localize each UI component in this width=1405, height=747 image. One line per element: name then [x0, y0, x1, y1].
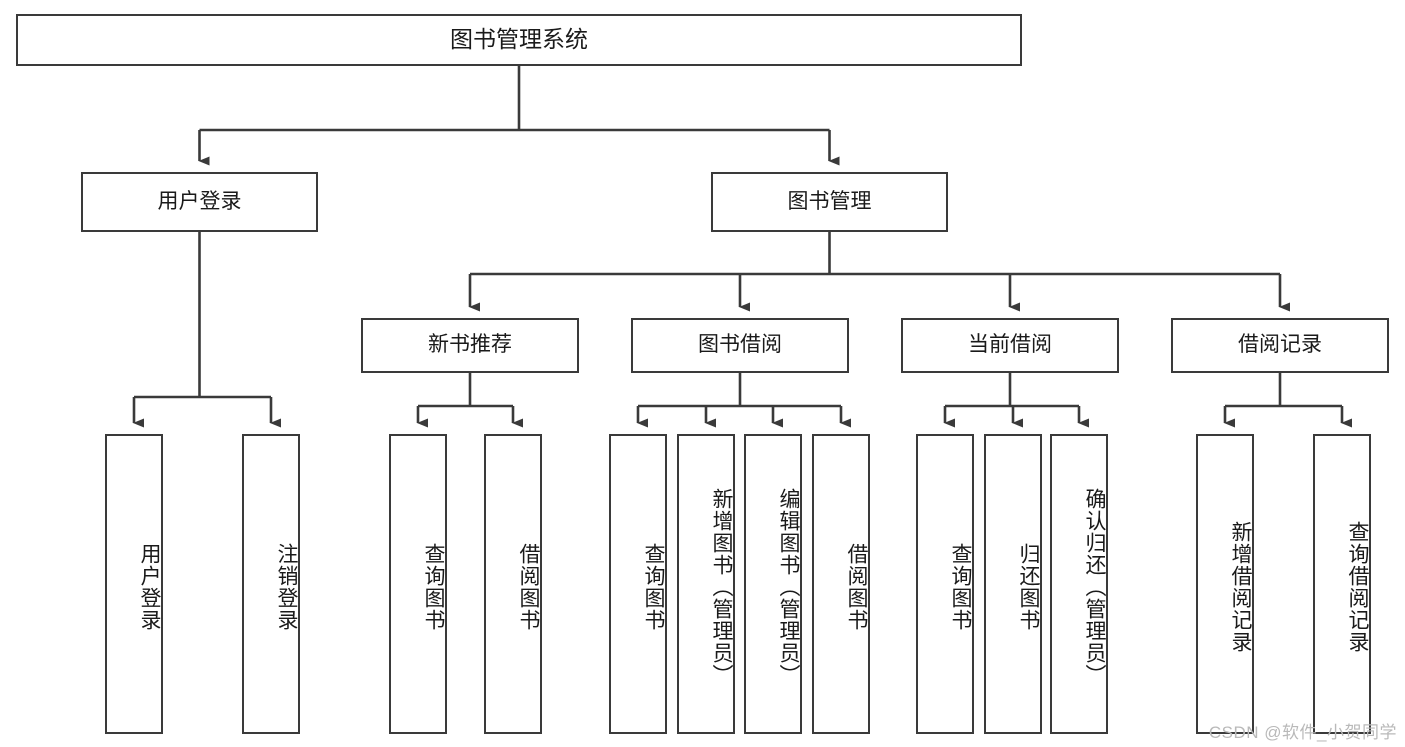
node-book-borrow[interactable]: 图书借阅 — [631, 318, 849, 373]
node-new-book-rec[interactable]: 新书推荐 — [361, 318, 579, 373]
node-current-borrow[interactable]: 当前借阅 — [901, 318, 1119, 373]
node-leaf-user-login[interactable]: 用户登录 — [105, 434, 163, 734]
node-leaf-cb-query[interactable]: 查询图书 — [916, 434, 974, 734]
node-label: 用户登录 — [157, 189, 242, 213]
node-label: 查询图书 — [949, 543, 972, 631]
node-leaf-bb-edit[interactable]: 编辑图书（管理员） — [744, 434, 802, 734]
node-label: 借阅记录 — [1238, 333, 1322, 357]
node-label: 查询图书 — [642, 543, 665, 631]
node-leaf-rec-borrow[interactable]: 借阅图书 — [484, 434, 542, 734]
node-leaf-user-logout[interactable]: 注销登录 — [242, 434, 300, 734]
node-label: 图书管理 — [787, 189, 872, 213]
node-leaf-bb-query[interactable]: 查询图书 — [609, 434, 667, 734]
node-label: 用户登录 — [138, 543, 161, 631]
node-label: 查询图书 — [422, 543, 445, 631]
node-label: 确认归还（管理员） — [1083, 488, 1106, 686]
node-leaf-bb-add[interactable]: 新增图书（管理员） — [677, 434, 735, 734]
node-label: 注销登录 — [275, 543, 298, 631]
csdn-watermark: CSDN @软件_小贺同学 — [1208, 723, 1397, 742]
node-label: 归还图书 — [1017, 543, 1040, 631]
node-user-login[interactable]: 用户登录 — [81, 172, 318, 232]
node-label: 新增借阅记录 — [1229, 521, 1252, 653]
node-label: 编辑图书（管理员） — [777, 488, 800, 686]
node-label: 新书推荐 — [428, 333, 512, 357]
node-leaf-cb-confirm[interactable]: 确认归还（管理员） — [1050, 434, 1108, 734]
node-label: 图书管理系统 — [450, 26, 588, 53]
node-label: 查询借阅记录 — [1346, 521, 1369, 653]
node-leaf-rec-query[interactable]: 查询图书 — [389, 434, 447, 734]
node-leaf-cb-return[interactable]: 归还图书 — [984, 434, 1042, 734]
node-label: 借阅图书 — [845, 543, 868, 631]
node-book-manage[interactable]: 图书管理 — [711, 172, 948, 232]
node-label: 借阅图书 — [517, 543, 540, 631]
node-label: 新增图书（管理员） — [710, 488, 733, 686]
node-leaf-br-query[interactable]: 查询借阅记录 — [1313, 434, 1371, 734]
node-root[interactable]: 图书管理系统 — [16, 14, 1022, 66]
node-leaf-bb-borrow[interactable]: 借阅图书 — [812, 434, 870, 734]
node-label: 当前借阅 — [968, 333, 1052, 357]
node-leaf-br-add[interactable]: 新增借阅记录 — [1196, 434, 1254, 734]
node-label: 图书借阅 — [698, 333, 782, 357]
node-borrow-record[interactable]: 借阅记录 — [1171, 318, 1389, 373]
